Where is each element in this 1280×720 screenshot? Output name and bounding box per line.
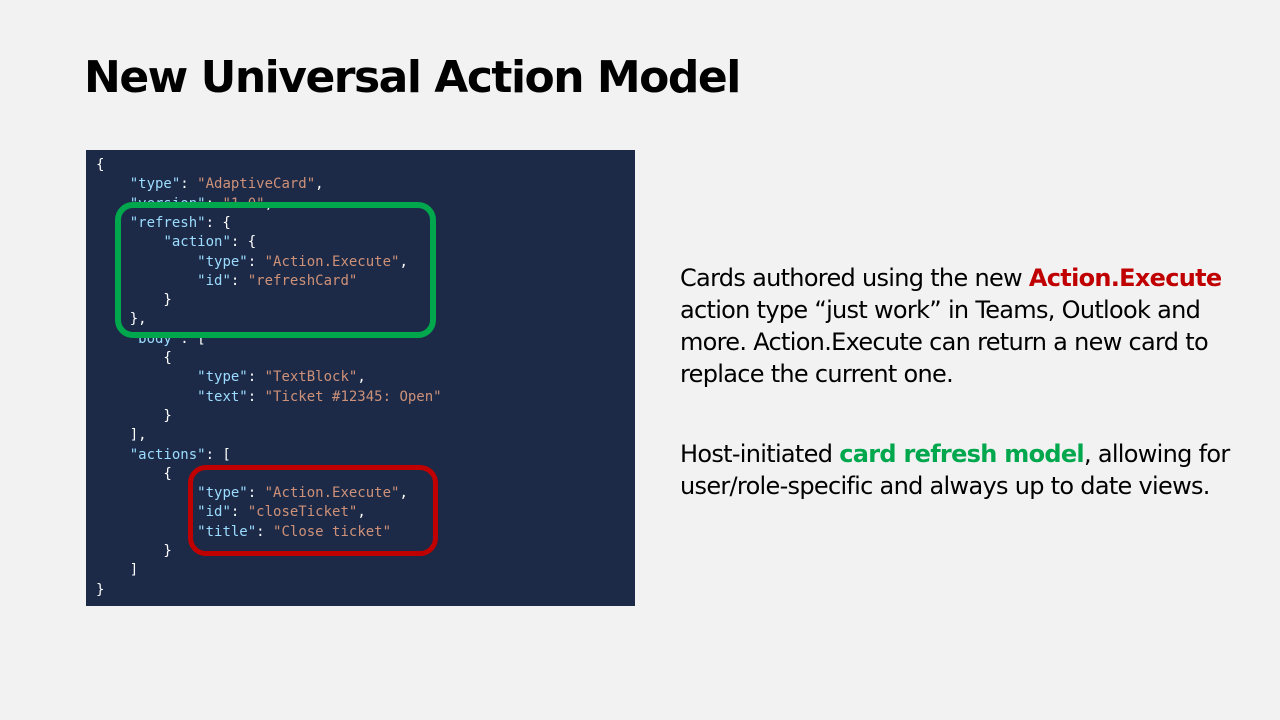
json-key: "text" — [197, 388, 248, 405]
code-line: ] — [96, 561, 138, 580]
json-punctuation: : — [230, 272, 248, 289]
json-key: "type" — [197, 369, 248, 386]
json-punctuation: : — [247, 253, 265, 270]
code-line: { — [96, 465, 172, 484]
json-punctuation: } — [96, 581, 105, 598]
json-punctuation: : — [247, 388, 265, 405]
json-punctuation — [96, 389, 197, 405]
code-line: { — [96, 156, 104, 175]
json-punctuation: }, — [96, 311, 147, 328]
action-execute-highlight: Action.Execute — [1028, 264, 1222, 292]
code-line: } — [96, 407, 172, 426]
json-string: "Close ticket" — [273, 523, 392, 540]
code-line: } — [96, 542, 172, 561]
code-line: "id": "refreshCard" — [96, 272, 357, 291]
json-key: "type" — [197, 485, 248, 502]
paragraph-action-execute: Cards authored using the new Action.Exec… — [680, 262, 1260, 390]
json-punctuation: } — [96, 292, 172, 309]
code-line: } — [96, 581, 104, 600]
code-line: "version": "1.0", — [96, 195, 273, 214]
json-key: "actions" — [129, 446, 206, 463]
json-punctuation: ] — [96, 562, 139, 579]
code-line: "actions": [ — [96, 446, 231, 465]
paragraph-action-execute-intro: Cards authored using the new — [680, 264, 1029, 292]
paragraph-refresh-model: Host-initiated card refresh model, allow… — [680, 438, 1260, 502]
json-punctuation — [96, 234, 163, 250]
json-punctuation: : — [180, 176, 198, 193]
json-punctuation: , — [264, 195, 274, 212]
json-punctuation — [96, 524, 197, 540]
json-punctuation: { — [96, 157, 105, 173]
code-line: "title": "Close ticket" — [96, 523, 391, 542]
json-punctuation: : — [247, 369, 265, 386]
json-string: "AdaptiveCard" — [197, 176, 316, 193]
code-line: "text": "Ticket #12345: Open" — [96, 388, 442, 407]
json-punctuation — [96, 485, 197, 501]
code-line: ], — [96, 426, 147, 445]
json-punctuation: } — [96, 407, 172, 424]
json-key: "title" — [197, 523, 257, 540]
json-key: "type" — [129, 176, 181, 193]
json-string: "Ticket #12345: Open" — [264, 388, 442, 405]
json-punctuation — [96, 273, 197, 289]
code-line: } — [96, 291, 172, 310]
json-punctuation: : { — [230, 234, 257, 251]
code-line: }, — [96, 310, 147, 329]
slide-title: New Universal Action Model — [84, 52, 741, 103]
code-line: "action": { — [96, 233, 256, 252]
json-punctuation: , — [315, 176, 324, 193]
json-key: "refresh" — [129, 214, 206, 231]
json-punctuation: : { — [205, 214, 231, 231]
json-punctuation: : [ — [180, 330, 206, 347]
json-key: "id" — [197, 504, 231, 521]
code-line: "type": "Action.Execute", — [96, 484, 408, 503]
code-line: "body": [ — [96, 330, 206, 349]
code-sample-panel: { "type": "AdaptiveCard", "version": "1.… — [86, 150, 635, 606]
json-punctuation: , — [357, 369, 366, 386]
code-line: "type": "TextBlock", — [96, 368, 366, 387]
code-line: "id": "closeTicket", — [96, 503, 366, 522]
paragraph-refresh-model-intro: Host-initiated — [680, 440, 840, 468]
json-punctuation — [96, 254, 197, 270]
json-punctuation: { — [96, 350, 172, 366]
json-string: "TextBlock" — [264, 369, 358, 386]
json-punctuation: : — [247, 485, 265, 502]
json-string: "closeTicket" — [247, 504, 358, 521]
json-punctuation — [96, 447, 130, 463]
json-string: "1.0" — [222, 195, 265, 212]
json-punctuation: , — [357, 504, 366, 521]
json-punctuation: } — [96, 543, 172, 559]
json-punctuation: ], — [96, 427, 147, 444]
paragraph-action-execute-rest: action type “just work” in Teams, Outloo… — [680, 296, 1209, 388]
json-punctuation: { — [96, 465, 172, 482]
json-punctuation — [96, 196, 130, 212]
json-punctuation: : — [256, 523, 274, 540]
json-string: "Action.Execute" — [264, 485, 400, 502]
json-key: "id" — [197, 272, 231, 289]
code-line: "type": "AdaptiveCard", — [96, 175, 324, 194]
code-line: { — [96, 349, 172, 368]
json-punctuation: : — [205, 195, 223, 212]
json-key: "body" — [129, 330, 181, 347]
json-punctuation: , — [399, 485, 408, 502]
json-key: "type" — [197, 253, 248, 270]
json-punctuation — [96, 504, 197, 520]
json-punctuation — [96, 331, 130, 347]
json-punctuation — [96, 176, 130, 192]
paragraph-refresh-model-rest: , allowing for user/role-specific and al… — [680, 440, 1230, 500]
json-punctuation: , — [399, 253, 408, 270]
json-string: "Action.Execute" — [264, 253, 400, 270]
json-string: "refreshCard" — [247, 272, 358, 289]
json-punctuation: : [ — [205, 446, 231, 463]
json-punctuation — [96, 215, 130, 231]
json-key: "version" — [129, 195, 206, 212]
code-line: "type": "Action.Execute", — [96, 253, 408, 272]
json-key: "action" — [163, 234, 231, 251]
code-line: "refresh": { — [96, 214, 231, 233]
refresh-model-highlight: card refresh model — [839, 440, 1084, 468]
json-punctuation: : — [230, 504, 248, 521]
json-punctuation — [96, 369, 197, 385]
